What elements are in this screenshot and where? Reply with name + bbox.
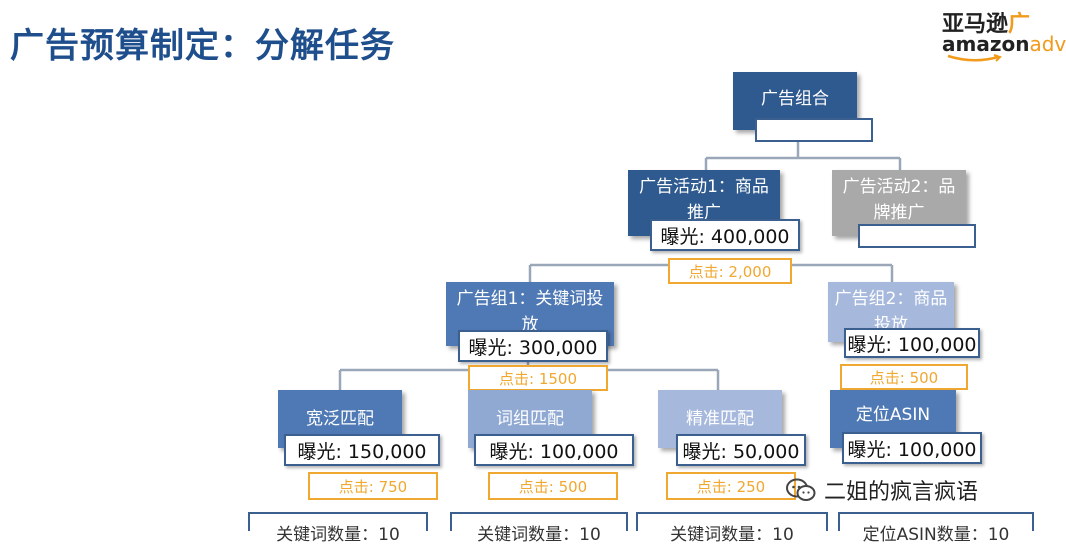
- campaign-2-value-box: [858, 224, 976, 248]
- smile-arrow-icon: [947, 54, 1002, 62]
- watermark-text: 二姐的疯言疯语: [824, 480, 979, 505]
- ad-group-1-impressions: 曝光: 300,000: [458, 330, 608, 362]
- page-title: 广告预算制定：分解任务: [10, 26, 395, 66]
- phrase-match-clicks: 点击: 500: [488, 472, 618, 500]
- phrase-match-impressions: 曝光: 100,000: [474, 434, 634, 466]
- exact-match-clicks: 点击: 250: [666, 472, 796, 500]
- phrase-match-keyword-count: 关键词数量：10: [450, 512, 628, 545]
- exact-match-keyword-count: 关键词数量：10: [636, 512, 828, 545]
- campaign-1-node: 广告活动1：商品推广: [628, 170, 780, 236]
- broad-match-keyword-count: 关键词数量：10: [248, 512, 428, 545]
- target-asin-impressions: 曝光: 100,000: [842, 432, 982, 464]
- ad-group-1-clicks: 点击: 1500: [468, 365, 608, 391]
- watermark: 二姐的疯言疯语: [786, 474, 978, 506]
- amazon-advertising-logo: 亚马逊广 amazonadv: [940, 6, 1066, 62]
- target-asin-count: 定位ASIN数量：10: [838, 512, 1034, 545]
- chat-bubble-icon: [786, 477, 816, 503]
- ad-group-2-impressions: 曝光: 100,000: [844, 328, 980, 358]
- ad-group-2-clicks: 点击: 500: [840, 364, 968, 390]
- campaign-1-clicks: 点击: 2,000: [668, 258, 792, 284]
- ad-portfolio-value-box: [755, 118, 873, 142]
- campaign-2-node: 广告活动2：品牌推广: [832, 170, 966, 236]
- exact-match-impressions: 曝光: 50,000: [676, 434, 806, 466]
- campaign-1-impressions: 曝光: 400,000: [650, 219, 800, 251]
- broad-match-impressions: 曝光: 150,000: [284, 434, 440, 466]
- broad-match-clicks: 点击: 750: [308, 472, 438, 500]
